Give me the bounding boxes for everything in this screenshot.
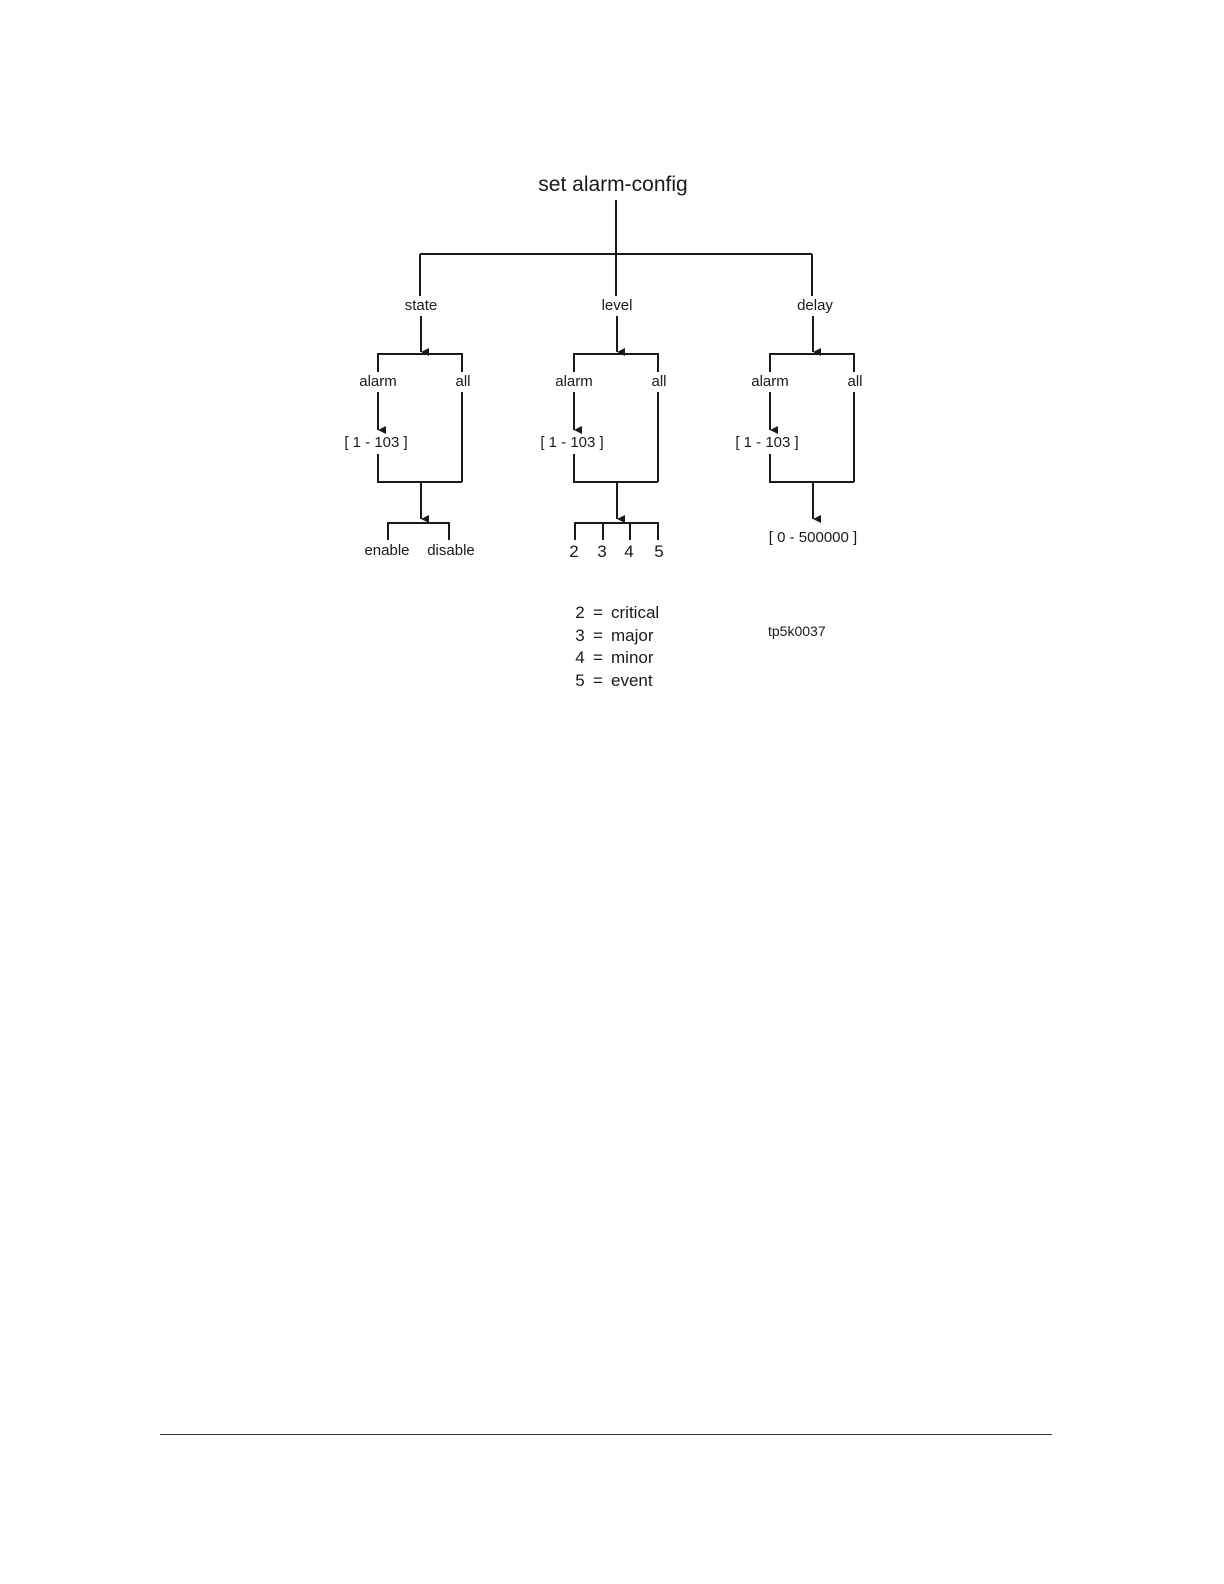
level-option-all: all	[651, 373, 666, 390]
legend-num: 2	[575, 603, 584, 622]
legend-meaning: minor	[611, 648, 654, 667]
state-output-disable: disable	[427, 542, 475, 559]
delay-alarm-range: [ 1 - 103 ]	[735, 434, 798, 451]
diagram-title: set alarm-config	[538, 173, 687, 196]
level-output-3: 3	[597, 542, 606, 561]
legend-num: 5	[575, 671, 584, 690]
level-alarm-range: [ 1 - 103 ]	[540, 434, 603, 451]
legend-row: 3 = major	[575, 626, 654, 645]
level-output-5: 5	[654, 542, 663, 561]
figure-id: tp5k0037	[768, 623, 826, 639]
footer-divider	[160, 1434, 1052, 1435]
legend-row: 4 = minor	[575, 648, 654, 667]
state-output-enable: enable	[364, 542, 409, 559]
legend-meaning: major	[611, 626, 654, 645]
branch-level: level alarm all [ 1 - 103 ] 2 3 4 5	[540, 297, 666, 561]
legend-num: 4	[575, 648, 584, 667]
legend-eq: =	[593, 671, 603, 690]
branch-label-delay: delay	[797, 297, 833, 314]
branch-label-state: state	[405, 297, 438, 314]
legend-eq: =	[593, 648, 603, 667]
branch-label-level: level	[602, 297, 633, 314]
level-option-alarm: alarm	[555, 373, 593, 390]
legend-eq: =	[593, 626, 603, 645]
level-legend: 2 = critical 3 = major 4 = minor 5 = eve…	[575, 603, 659, 690]
root-connector	[420, 200, 812, 296]
state-option-alarm: alarm	[359, 373, 397, 390]
legend-eq: =	[593, 603, 603, 622]
branch-state: state alarm all [ 1 - 103 ] enable disab…	[344, 297, 474, 559]
level-output-4: 4	[624, 542, 633, 561]
legend-meaning: critical	[611, 603, 659, 622]
delay-option-alarm: alarm	[751, 373, 789, 390]
branch-delay: delay alarm all [ 1 - 103 ] [ 0 - 500000…	[735, 297, 862, 546]
delay-output-range: [ 0 - 500000 ]	[769, 529, 857, 546]
legend-meaning: event	[611, 671, 653, 690]
delay-option-all: all	[847, 373, 862, 390]
state-alarm-range: [ 1 - 103 ]	[344, 434, 407, 451]
level-output-2: 2	[569, 542, 578, 561]
state-option-all: all	[455, 373, 470, 390]
legend-row: 5 = event	[575, 671, 653, 690]
legend-num: 3	[575, 626, 584, 645]
legend-row: 2 = critical	[575, 603, 659, 622]
